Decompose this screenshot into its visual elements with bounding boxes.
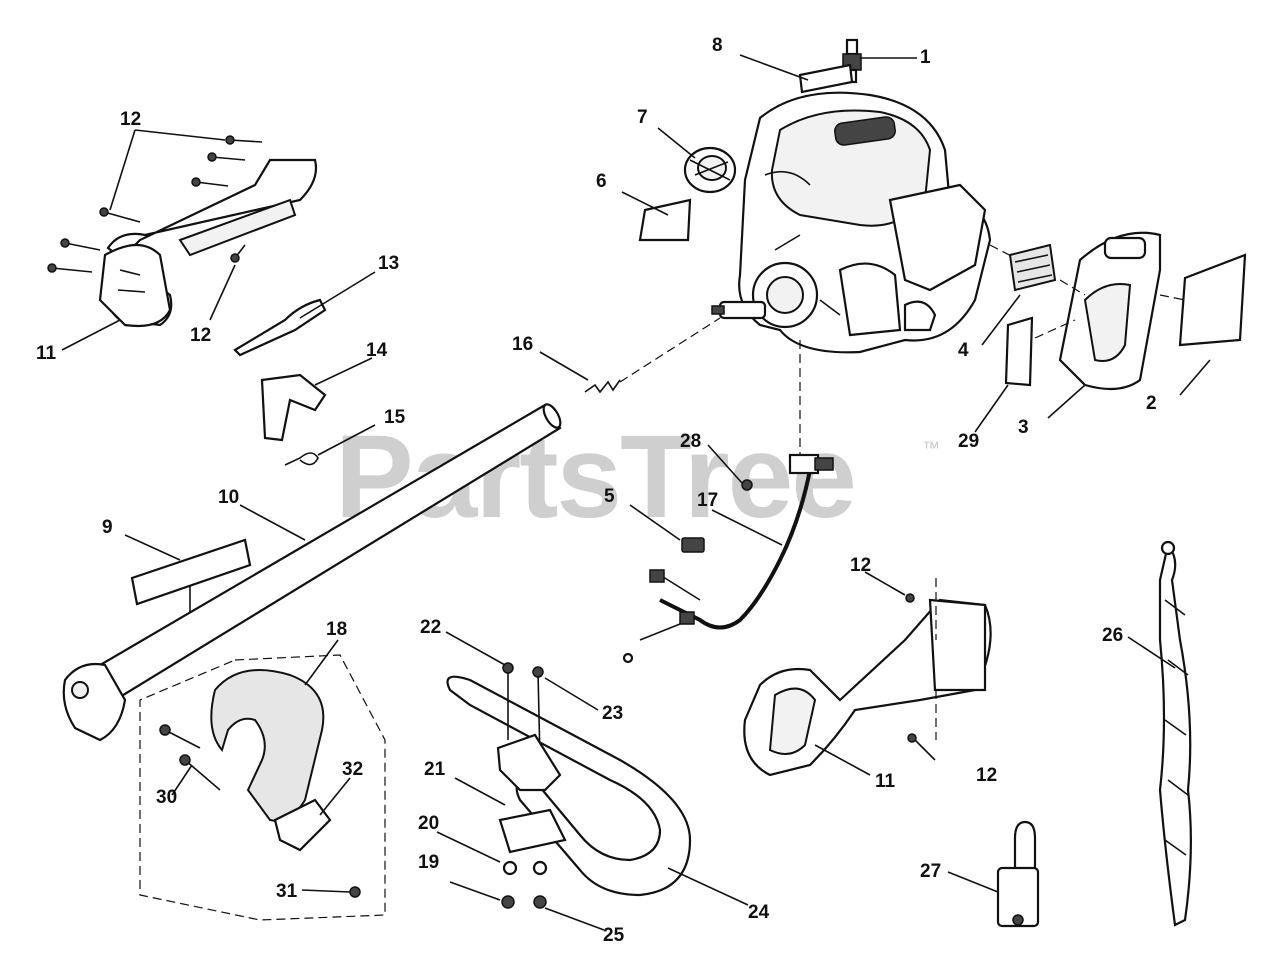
screw-12-upper <box>905 593 915 603</box>
callout-5: 5 <box>604 486 615 507</box>
handle-clamp-21 <box>496 733 562 792</box>
callout-12-middle-left: 12 <box>190 325 212 346</box>
trademark-mark: ™ <box>922 438 940 458</box>
screw-28 <box>741 479 753 491</box>
callout-14: 14 <box>366 340 388 361</box>
callout-12-upper-left: 12 <box>120 109 142 130</box>
label-29 <box>1004 316 1034 387</box>
throttle-trigger-14 <box>260 373 327 442</box>
wire-harness <box>622 453 834 664</box>
callout-15: 15 <box>384 407 406 428</box>
loop-handle <box>446 675 692 897</box>
washer-25 <box>532 860 548 876</box>
throttle-trigger-13 <box>233 298 327 357</box>
callout-3: 3 <box>1018 417 1029 438</box>
callout-2: 2 <box>1146 393 1157 414</box>
spring-16 <box>584 379 621 394</box>
nut-25 <box>533 895 547 909</box>
callout-18: 18 <box>326 619 348 640</box>
callout-13: 13 <box>378 253 400 274</box>
alignment-line-shaft <box>619 317 721 383</box>
callout-27: 27 <box>920 861 942 882</box>
callout-29: 29 <box>958 431 980 452</box>
callout-21: 21 <box>424 759 446 780</box>
lower-housing <box>743 598 992 777</box>
callout-20: 20 <box>418 813 440 834</box>
label-2 <box>1178 253 1247 347</box>
callout-10: 10 <box>218 487 240 508</box>
callout-28: 28 <box>680 431 702 452</box>
fuel-cap <box>683 146 737 194</box>
callout-31: 31 <box>276 881 298 902</box>
air-filter <box>1008 243 1057 292</box>
callout-19: 19 <box>418 852 440 873</box>
callout-11-upper: 11 <box>36 343 57 364</box>
shoulder-strap <box>1158 540 1192 927</box>
callout-1: 1 <box>920 47 931 68</box>
alignment-line-engine <box>989 244 1186 339</box>
screws-upper-housing <box>47 135 263 273</box>
callout-12-upper-right: 12 <box>850 555 872 576</box>
screw-12-lower <box>907 733 917 743</box>
nut-19 <box>501 895 515 909</box>
callout-16: 16 <box>512 334 534 355</box>
air-filter-cover <box>1058 231 1162 391</box>
callout-22: 22 <box>420 617 442 638</box>
callout-30: 30 <box>156 787 178 808</box>
callout-24: 24 <box>748 902 770 923</box>
upper-housing <box>98 158 318 328</box>
handle-foam <box>210 669 325 822</box>
tool-27 <box>996 820 1040 928</box>
callout-11-lower: 11 <box>875 771 896 792</box>
callout-17: 17 <box>697 490 719 511</box>
nut-31 <box>349 886 361 898</box>
callout-12-lower-right: 12 <box>976 765 998 786</box>
spring-15 <box>284 452 319 466</box>
callout-9: 9 <box>102 517 113 538</box>
label-8 <box>798 63 854 94</box>
handle-kit-outline <box>139 654 386 921</box>
callout-25: 25 <box>603 925 625 946</box>
shaft-tube <box>62 403 562 742</box>
callout-32: 32 <box>342 759 364 780</box>
ignition-switch <box>681 537 705 553</box>
handle-bracket-32 <box>273 798 332 852</box>
washer-20 <box>502 860 518 876</box>
handle-bolts <box>164 729 221 791</box>
handle-clamp-lower <box>498 808 567 854</box>
callout-7: 7 <box>637 107 648 128</box>
callout-23: 23 <box>602 703 624 724</box>
callout-8: 8 <box>712 35 723 56</box>
label-9 <box>130 538 252 606</box>
callout-6: 6 <box>596 171 607 192</box>
label-6 <box>638 198 692 242</box>
engine-assembly <box>711 91 992 354</box>
callout-leaders <box>61 54 1211 931</box>
callout-4: 4 <box>958 340 969 361</box>
callout-26: 26 <box>1102 625 1124 646</box>
